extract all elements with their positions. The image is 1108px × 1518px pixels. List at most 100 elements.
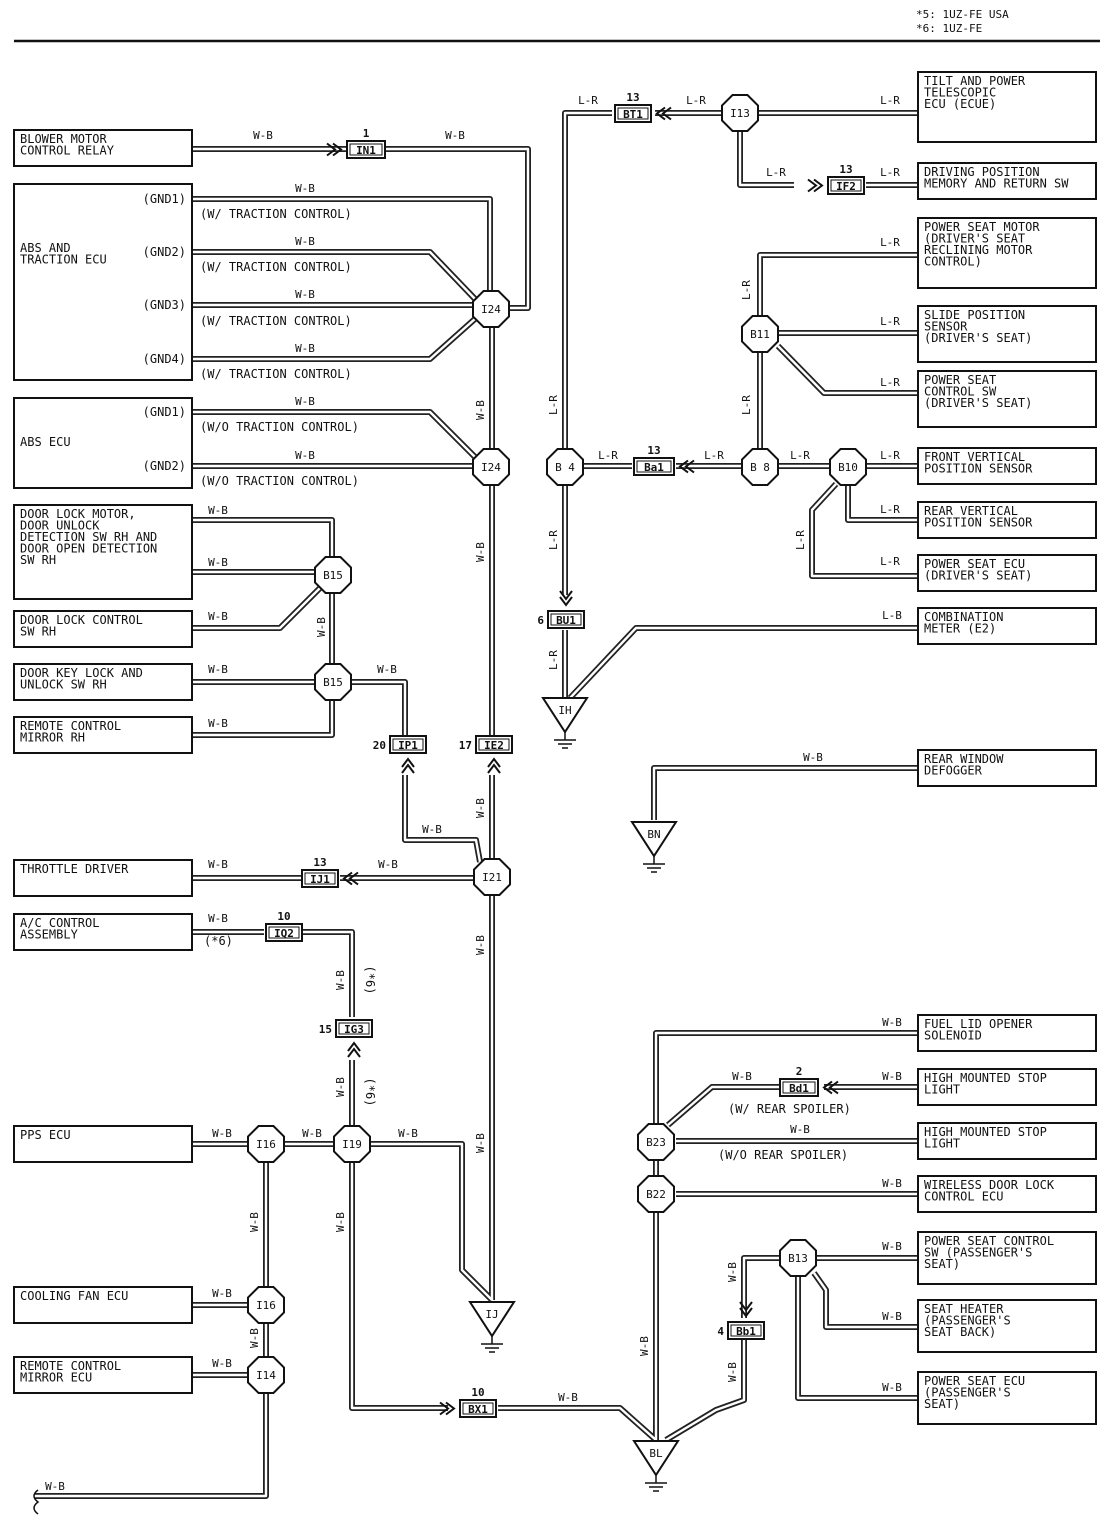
abs-traction-pin-label: (GND3) [143, 298, 186, 312]
wire-color-label: W-B [882, 1016, 902, 1029]
wire-color-label: W-B [422, 823, 442, 836]
junction-octagon [472, 448, 510, 486]
pps-ecu-box [13, 1125, 193, 1163]
wire-color-label: L-R [740, 280, 753, 300]
wire-core [193, 317, 477, 361]
door-lock-motor-label: DOOR UNLOCK [20, 519, 100, 533]
connector-arrow-icon [678, 459, 689, 474]
power-seat-control-sw-passenger-label: SEAT) [924, 1257, 960, 1271]
power-seat-ecu-driver: POWER SEAT ECU(DRIVER'S SEAT) [917, 554, 1097, 592]
connector-inner [636, 460, 672, 473]
wire-color-label: W-B [295, 342, 315, 355]
wire [193, 517, 335, 560]
ac-control-assembly-label: A/C CONTROL [20, 916, 99, 930]
wire-color-label: W-B [208, 717, 228, 730]
wire-color-label: W-B [295, 288, 315, 301]
rear-vertical-position-sensor-label: REAR VERTICAL [924, 504, 1018, 518]
high-mounted-stop-light-1-box [917, 1068, 1097, 1106]
junction-B10: B10 [829, 448, 867, 486]
abs-ecu-pin-label: (GND1) [143, 405, 186, 419]
wire-core [742, 1256, 784, 1318]
wire-color-label: L-R [578, 94, 598, 107]
throttle-driver-label: THROTTLE DRIVER [20, 862, 129, 876]
junction-octagon [546, 448, 584, 486]
wireless-door-lock-ecu-label: CONTROL ECU [924, 1190, 1003, 1204]
wire-core [846, 484, 918, 522]
note-label: (*6) [363, 1078, 377, 1107]
driving-position-memory-sw-label: MEMORY AND RETURN SW [924, 177, 1069, 191]
junction-label: B 8 [750, 461, 770, 474]
wire-core [810, 483, 918, 578]
wire-color-label: W-B [208, 912, 228, 925]
note-label: (W/ TRACTION CONTROL) [200, 367, 352, 381]
connector-pin: 13 [313, 856, 326, 869]
connector-id: IN1 [356, 144, 376, 157]
header-note-2: *6: 1UZ-FE [916, 22, 982, 35]
connector-pin: 13 [647, 444, 660, 457]
power-seat-ecu-passenger-label: SEAT) [924, 1397, 960, 1411]
wire-color-label: L-R [790, 449, 810, 462]
junction-label: B23 [646, 1136, 666, 1149]
cooling-fan-ecu: COOLING FAN ECU [13, 1286, 193, 1324]
power-seat-ecu-passenger-label: (PASSENGER'S [924, 1386, 1011, 1400]
abs-traction-ecu-label: ABS AND [20, 241, 71, 255]
abs-ecu: ABS ECU [13, 397, 193, 489]
connector-pin: 10 [277, 910, 290, 923]
connector-pin: 10 [471, 1386, 484, 1399]
junction-I16b: I16 [247, 1286, 285, 1324]
note-label: (*6) [363, 966, 377, 995]
connector-box [827, 176, 865, 195]
wire-color-label: W-B [45, 1480, 65, 1493]
junction-I24a: I24 [472, 290, 510, 328]
connector-arrow-icon [559, 596, 573, 607]
wire-color-label: W-B [248, 1328, 261, 1348]
connector-inner [550, 613, 582, 626]
ground-IH: IH [541, 697, 589, 749]
power-seat-motor-box [917, 217, 1097, 289]
wire [741, 1255, 784, 1318]
combination-meter-box [917, 607, 1097, 645]
door-lock-motor-label: SW RH [20, 553, 56, 567]
note-label: (W/O TRACTION CONTROL) [200, 474, 359, 488]
wire-core [193, 518, 334, 560]
ground-IJ: IJ [468, 1301, 516, 1353]
wire-color-label: W-B [295, 182, 315, 195]
junction-label: I19 [342, 1138, 362, 1151]
power-seat-control-sw-driver-label: CONTROL SW [924, 385, 997, 399]
connector-id: IQ2 [274, 927, 294, 940]
wire-color-label: L-B [882, 609, 902, 622]
power-seat-ecu-driver-label: POWER SEAT ECU [924, 557, 1025, 571]
pps-ecu-label: PPS ECU [20, 1128, 71, 1142]
wire-color-label: W-B [208, 663, 228, 676]
wire-color-label: W-B [882, 1240, 902, 1253]
power-seat-control-sw-driver-label: (DRIVER'S SEAT) [924, 396, 1032, 410]
door-lock-motor-box [13, 504, 193, 600]
slide-position-sensor-box [917, 305, 1097, 363]
junction-label: I16 [256, 1138, 276, 1151]
junction-I13: I13 [721, 94, 759, 132]
junction-B15b: B15 [314, 663, 352, 701]
connector-id: BT1 [623, 108, 643, 121]
connector-id: Ba1 [644, 461, 664, 474]
junction-I21: I21 [473, 858, 511, 896]
connector-id: BU1 [556, 614, 576, 627]
connector-arrow-icon [487, 763, 501, 774]
rear-window-defogger-box [917, 749, 1097, 787]
wire-color-label: W-B [474, 798, 487, 818]
wire-color-label: W-B [334, 970, 347, 990]
note-label: (W/ TRACTION CONTROL) [200, 207, 352, 221]
junction-label: I13 [730, 107, 750, 120]
wire-core [193, 197, 492, 295]
wire [349, 1162, 448, 1411]
